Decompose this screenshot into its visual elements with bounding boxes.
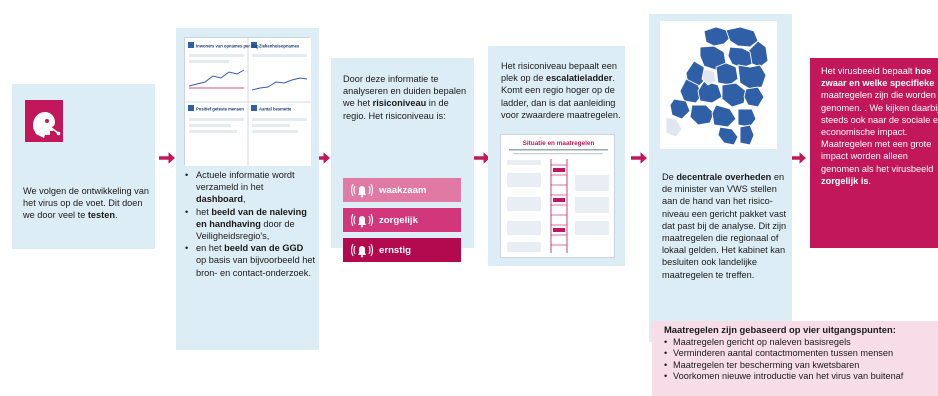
escalation-doc-title: Situatie en maatregelen xyxy=(523,140,595,147)
principles-box: Maatregelen zijn gebaseerd op vier uitga… xyxy=(652,321,938,396)
flow-arrow-1 xyxy=(158,151,176,165)
step-measures-card: Het virusbeeld bepaalt hoe zwaar en welk… xyxy=(810,58,938,248)
alarm-bell-icon xyxy=(349,242,375,258)
risk-level-label: waakzaam xyxy=(379,184,427,196)
risk-level-intro: Door deze informatie te analyseren en du… xyxy=(343,74,467,121)
test-swab-icon xyxy=(25,100,63,142)
risk-level-zorgelijk: zorgelijk xyxy=(343,208,461,232)
decision-text: De decentrale overheden en de minister v… xyxy=(662,172,787,280)
flow-arrow-5 xyxy=(789,151,807,165)
step-escalation-ladder-card: Het risiconiveau bepaalt een plek op de … xyxy=(488,46,625,266)
step-testing-card: We volgen de ontwikkeling van het virus … xyxy=(12,84,155,249)
step-risk-level-card: Door deze informatie te analyseren en du… xyxy=(331,58,474,262)
list-item: Verminderen aantal contactmomenten tusse… xyxy=(664,348,903,360)
flow-arrow-2 xyxy=(313,151,331,165)
escalation-ladder-document: Situatie en maatregelen xyxy=(500,134,615,258)
list-item: Actuele informatie wordt verzameld in he… xyxy=(185,169,315,206)
list-item: en het beeld van de GGD op basis van bij… xyxy=(185,242,315,279)
measures-text: Het virusbeeld bepaalt hoe zwaar en welk… xyxy=(821,66,938,186)
alarm-bell-icon xyxy=(349,212,375,228)
tile-title-2: Ziekenhuisopnames xyxy=(259,44,300,49)
step-testing-text: We volgen de ontwikkeling van het virus … xyxy=(23,186,149,221)
list-item: het beeld van de naleving en handhaving … xyxy=(185,206,315,243)
list-item: Voorkomen nieuwe introductie van het vir… xyxy=(664,371,903,383)
risk-level-label: ernstig xyxy=(379,244,411,256)
flow-arrow-3 xyxy=(473,151,491,165)
principles-list: Maatregelen gericht op naleven basisrege… xyxy=(664,337,903,383)
principles-title: Maatregelen zijn gebaseerd op vier uitga… xyxy=(664,324,896,335)
tile-title-1: Inwoners van opnames per dag xyxy=(196,44,259,49)
risk-level-waakzaam: waakzaam xyxy=(343,178,461,202)
escalation-intro: Het risiconiveau bepaalt een plek op de … xyxy=(501,61,621,120)
step-decision-card: De decentrale overheden en de minister v… xyxy=(649,14,792,342)
flow-arrow-4 xyxy=(630,151,648,165)
risk-level-ernstig: ernstig xyxy=(343,238,461,262)
netherlands-regions-map xyxy=(660,21,777,149)
tile-title-3: Positief geteste mensen xyxy=(196,107,244,112)
list-item: Maatregelen ter bescherming van kwetsbar… xyxy=(664,360,903,372)
alarm-bell-icon xyxy=(349,182,375,198)
step-information-card: Inwoners van opnames per dag Ziekenhuiso… xyxy=(176,28,319,350)
risk-level-label: zorgelijk xyxy=(379,214,418,226)
information-sources-list: Actuele informatie wordt verzameld in he… xyxy=(185,169,315,279)
list-item: Maatregelen gericht op naleven basisrege… xyxy=(664,337,903,349)
dashboard-thumbnail: Inwoners van opnames per dag Ziekenhuiso… xyxy=(184,37,311,166)
tile-title-4: Aantal besmette xyxy=(259,107,292,112)
